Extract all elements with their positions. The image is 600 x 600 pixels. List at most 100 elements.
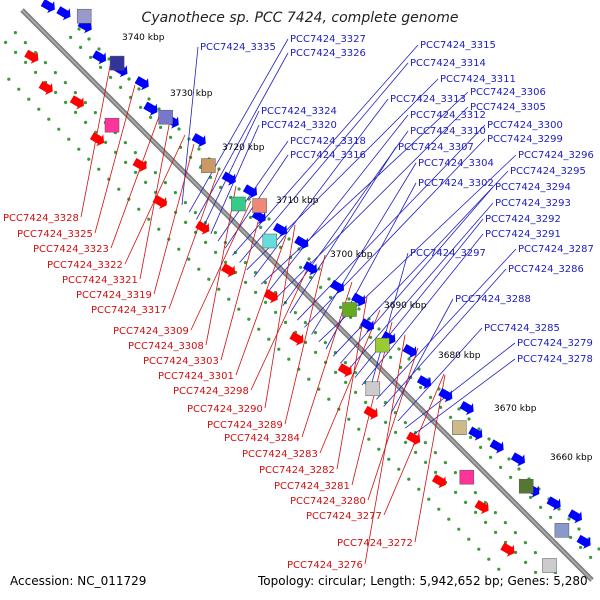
gene-block	[252, 198, 267, 213]
reverse-label-leader	[367, 347, 419, 501]
tick-dot	[247, 317, 251, 321]
forward-gene-label: PCC7424_3324	[261, 106, 337, 117]
forward-gene-label: PCC7424_3299	[487, 134, 563, 145]
tick-dot	[27, 97, 31, 101]
tick-dot	[77, 147, 81, 151]
tick-dot	[303, 321, 307, 325]
forward-gene-arrow	[438, 388, 453, 403]
reverse-gene-arrow	[474, 500, 489, 515]
tick-dot	[13, 30, 17, 35]
kbp-label: 3740 kbp	[122, 33, 165, 43]
tick-dot	[327, 397, 331, 401]
forward-gene-arrow	[359, 318, 375, 333]
tick-dot	[417, 487, 421, 491]
reverse-gene-arrow	[38, 80, 53, 96]
tick-dot	[313, 331, 317, 335]
reverse-gene-arrow	[363, 405, 378, 420]
tick-dot	[367, 437, 371, 441]
tick-dot	[147, 97, 151, 101]
tick-dot	[589, 555, 593, 560]
tick-dot	[4, 40, 8, 45]
tick-dot	[144, 180, 148, 184]
tick-dot	[67, 137, 71, 141]
gene-block	[109, 55, 125, 71]
forward-gene-label: PCC7424_3316	[290, 150, 366, 161]
reverse-gene-arrow	[406, 431, 421, 446]
forward-gene-label: PCC7424_3312	[410, 110, 486, 121]
tick-dot	[133, 151, 137, 155]
forward-label-leader	[404, 342, 516, 429]
tick-dot	[414, 450, 418, 454]
tick-dot	[439, 405, 443, 409]
tick-dot	[467, 537, 471, 541]
reverse-gene-label: PCC7424_3283	[242, 449, 318, 460]
tick-dot	[254, 290, 258, 294]
forward-gene-label: PCC7424_3305	[470, 102, 546, 113]
forward-gene-label: PCC7424_3297	[410, 248, 486, 259]
tick-dot	[287, 237, 291, 241]
tick-dot	[377, 447, 381, 451]
tick-dot	[389, 355, 393, 359]
forward-gene-arrow	[40, 0, 55, 14]
tick-dot	[197, 267, 201, 271]
forward-gene-label: PCC7424_3291	[485, 229, 561, 240]
tick-dot	[384, 420, 388, 424]
tick-dot	[503, 521, 507, 525]
gene-block	[104, 117, 120, 133]
tick-dot	[74, 110, 78, 114]
tick-dot	[453, 471, 457, 475]
tick-dot	[347, 417, 351, 421]
tick-dot	[523, 541, 528, 545]
tick-dot	[157, 107, 161, 111]
gene-block	[375, 337, 390, 353]
reverse-gene-label: PCC7424_3321	[62, 275, 138, 286]
forward-gene-label: PCC7424_3327	[290, 34, 366, 45]
reverse-gene-label: PCC7424_3281	[274, 481, 350, 492]
gene-block	[231, 196, 246, 212]
tick-dot	[139, 105, 143, 109]
forward-gene-arrow	[242, 184, 258, 199]
forward-gene-label: PCC7424_3287	[518, 244, 594, 255]
reverse-gene-label: PCC7424_3328	[3, 213, 79, 224]
reverse-gene-arrow	[89, 132, 105, 147]
tick-dot	[284, 320, 288, 324]
tick-dot	[499, 465, 503, 469]
reverse-label-leader	[168, 168, 220, 310]
reverse-gene-label: PCC7424_3280	[290, 496, 366, 507]
reverse-gene-label: PCC7424_3319	[76, 290, 152, 301]
tick-dot	[534, 570, 538, 575]
tick-dot	[117, 187, 121, 191]
forward-label-leader	[412, 358, 516, 436]
tick-dot	[257, 327, 261, 331]
tick-dot	[53, 71, 58, 75]
genome-title: Cyanothece sp. PCC 7424, complete genome	[142, 10, 459, 26]
forward-gene-arrow	[459, 401, 474, 416]
reverse-label-leader	[319, 309, 381, 454]
forward-gene-arrow	[489, 439, 504, 454]
kbp-label: 3730 kbp	[170, 89, 213, 99]
tick-dot	[323, 341, 327, 345]
kbp-label: 3700 kbp	[330, 250, 373, 260]
reverse-gene-arrow	[132, 158, 147, 173]
forward-gene-label: PCC7424_3311	[440, 74, 516, 85]
forward-gene-label: PCC7424_3292	[485, 214, 561, 225]
tick-dot	[97, 47, 101, 51]
kbp-label: 3720 kbp	[222, 143, 265, 153]
tick-dot	[457, 407, 461, 411]
tick-dot	[183, 201, 187, 205]
gene-block	[76, 8, 92, 24]
forward-label-leader	[347, 202, 494, 371]
tick-dot	[77, 27, 81, 31]
forward-label-leader	[397, 327, 483, 422]
kbp-label: 3680 kbp	[438, 351, 481, 361]
tick-dot	[84, 120, 88, 124]
reverse-label-leader	[284, 254, 326, 425]
tick-dot	[343, 361, 347, 365]
tick-dot	[457, 527, 461, 531]
tick-dot	[243, 261, 247, 265]
forward-gene-label: PCC7424_3302	[418, 178, 494, 189]
tick-dot	[467, 417, 471, 421]
reverse-gene-arrow	[289, 331, 304, 346]
forward-label-leader	[304, 138, 486, 328]
forward-label-leader	[325, 182, 417, 350]
